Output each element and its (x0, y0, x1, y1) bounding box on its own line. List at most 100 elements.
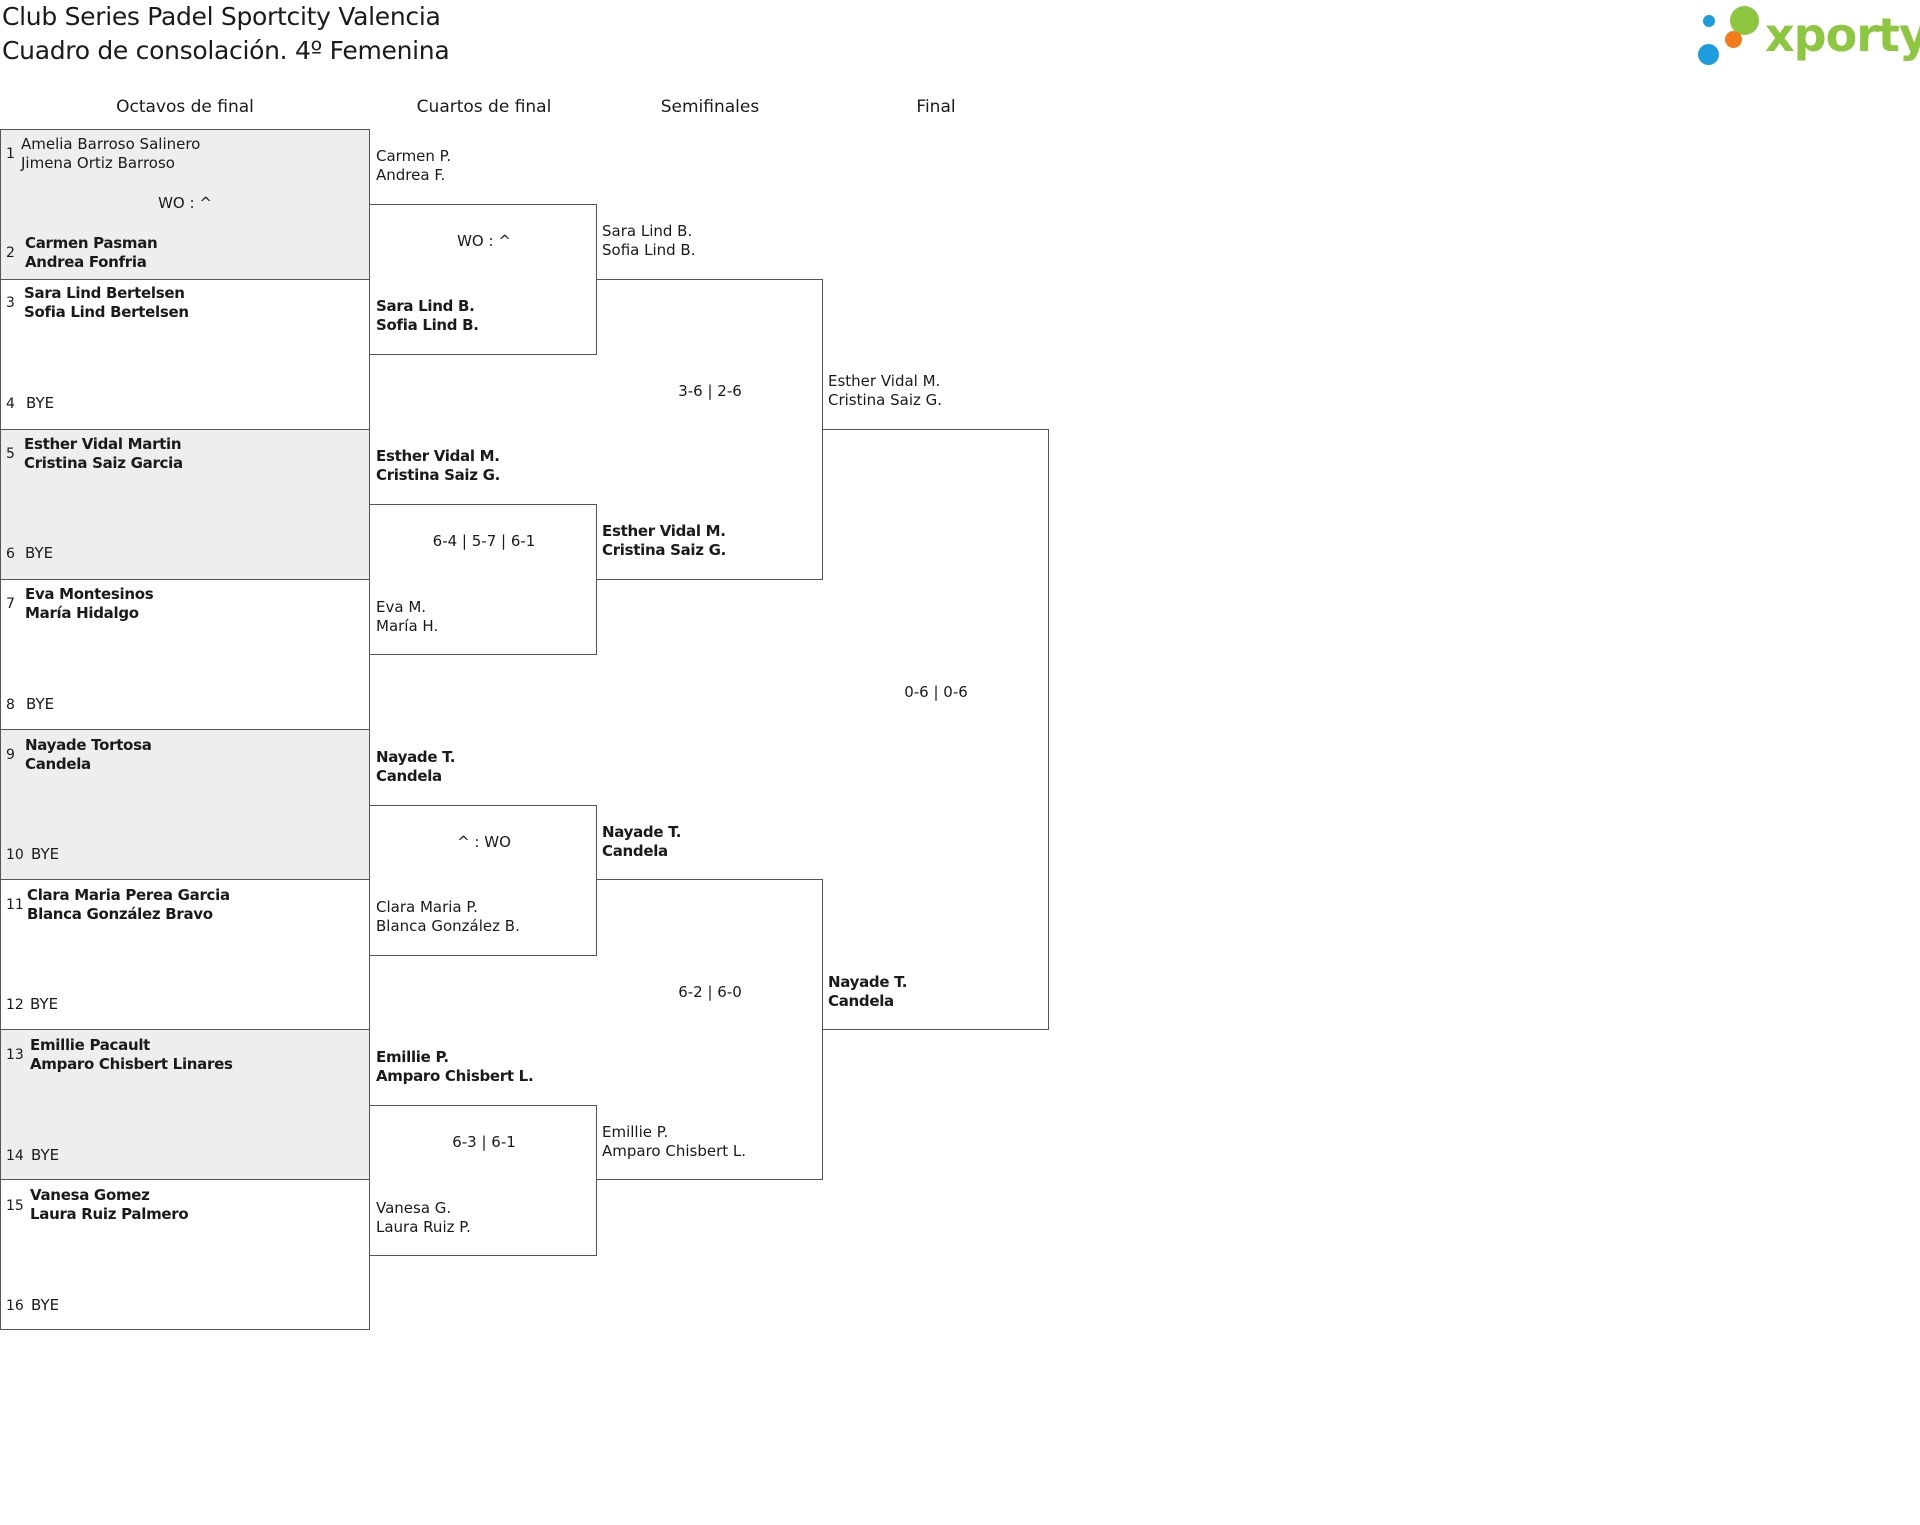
sf-match-score: 3-6 | 2-6 (678, 382, 742, 400)
player-name: Cristina Saiz G. (376, 466, 501, 484)
qf-team: Esther Vidal M. Cristina Saiz G. (376, 447, 500, 485)
player-name: Nayade T. (376, 748, 456, 766)
player-name: Sofia Lind B. (376, 316, 479, 334)
player-name: Esther Vidal M. (602, 522, 726, 540)
r16-team-bye: BYE (31, 1146, 59, 1165)
player-name: Clara Maria Perea Garcia (27, 886, 230, 904)
sf-match-score: 6-2 | 6-0 (678, 983, 742, 1001)
seed-number: 3 (6, 295, 15, 311)
player-name: María Hidalgo (25, 604, 139, 622)
r16-team: Eva Montesinos María Hidalgo (25, 585, 154, 623)
r16-team: Nayade Tortosa Candela (25, 736, 152, 774)
logo-dot-blue (1698, 44, 1719, 65)
player-name: Eva M. (376, 598, 427, 616)
sf-team: Sara Lind B. Sofia Lind B. (602, 222, 696, 260)
player-name: Nayade Tortosa (25, 736, 152, 754)
r16-team-bye: BYE (26, 695, 54, 714)
seed-number: 4 (6, 396, 15, 412)
r16-team: Sara Lind Bertelsen Sofia Lind Bertelsen (24, 284, 189, 322)
player-name: Carmen P. (376, 147, 452, 165)
seed-number: 5 (6, 446, 15, 462)
bye-label: BYE (31, 845, 60, 863)
qf-match-score: ^ : WO (457, 833, 511, 851)
qf-match-score: 6-3 | 6-1 (452, 1133, 516, 1151)
player-name: Andrea F. (376, 166, 446, 184)
bye-label: BYE (30, 995, 59, 1013)
logo-text: xporty (1765, 8, 1920, 62)
player-name: María H. (376, 617, 439, 635)
logo-dot-orange (1725, 31, 1742, 48)
qf-team: Eva M. María H. (376, 598, 438, 636)
qf-team: Nayade T. Candela (376, 748, 456, 786)
sf-team: Esther Vidal M. Cristina Saiz G. (602, 522, 726, 560)
player-name: Andrea Fonfria (25, 253, 147, 271)
seed-number: 11 (6, 897, 24, 913)
player-name: Amparo Chisbert Linares (30, 1055, 233, 1073)
player-name: Sofia Lind B. (602, 241, 696, 259)
player-name: Nayade T. (602, 823, 682, 841)
player-name: Cristina Saiz Garcia (24, 454, 183, 472)
seed-number: 16 (6, 1298, 24, 1314)
seed-number: 2 (6, 245, 15, 261)
title-line-2: Cuadro de consolación. 4º Femenina (2, 36, 450, 65)
r16-team: Amelia Barroso Salinero Jimena Ortiz Bar… (21, 135, 200, 173)
player-name: Jimena Ortiz Barroso (21, 154, 175, 172)
seed-number: 1 (6, 146, 15, 162)
r16-team: Clara Maria Perea Garcia Blanca González… (27, 886, 230, 924)
player-name: Carmen Pasman (25, 234, 158, 252)
bye-label: BYE (26, 394, 55, 412)
final-match-score: 0-6 | 0-6 (904, 683, 968, 701)
qf-match-score: WO : ^ (457, 232, 511, 250)
logo-dot-blue-small (1703, 15, 1715, 27)
qf-team: Vanesa G. Laura Ruiz P. (376, 1199, 471, 1237)
player-name: Sara Lind B. (376, 297, 475, 315)
seed-number: 7 (6, 596, 15, 612)
player-name: Candela (25, 755, 91, 773)
logo-dot-green (1730, 6, 1759, 35)
r16-match-box (0, 1029, 370, 1180)
player-name: Vanesa Gomez (30, 1186, 150, 1204)
player-name: Sofia Lind Bertelsen (24, 303, 189, 321)
player-name: Nayade T. (828, 973, 908, 991)
r16-team-bye: BYE (30, 995, 58, 1014)
seed-number: 12 (6, 997, 24, 1013)
r16-team: Vanesa Gomez Laura Ruiz Palmero (30, 1186, 189, 1224)
player-name: Candela (376, 767, 442, 785)
r16-team: Carmen Pasman Andrea Fonfria (25, 234, 158, 272)
r16-team-bye: BYE (26, 394, 54, 413)
bye-label: BYE (26, 695, 55, 713)
player-name: Emillie Pacault (30, 1036, 151, 1054)
bye-label: BYE (31, 1146, 60, 1164)
r16-match-box (0, 129, 370, 280)
r16-team-bye: BYE (31, 1296, 59, 1315)
xporty-logo: xporty (1695, 4, 1920, 70)
player-name: Blanca González Bravo (27, 905, 213, 923)
title-line-1: Club Series Padel Sportcity Valencia (2, 2, 441, 31)
player-name: Sara Lind B. (602, 222, 693, 240)
r16-match-box (0, 1179, 370, 1330)
seed-number: 13 (6, 1047, 24, 1063)
player-name: Cristina Saiz G. (828, 391, 943, 409)
round-header-octavos: Octavos de final (116, 97, 254, 117)
player-name: Laura Ruiz Palmero (30, 1205, 189, 1223)
r16-team: Emillie Pacault Amparo Chisbert Linares (30, 1036, 233, 1074)
r16-match-score: WO : ^ (158, 194, 212, 212)
player-name: Amparo Chisbert L. (376, 1067, 534, 1085)
r16-team: Esther Vidal Martin Cristina Saiz Garcia (24, 435, 183, 473)
qf-match-box (370, 805, 597, 956)
qf-match-box (370, 1105, 597, 1256)
player-name: Emillie P. (376, 1048, 449, 1066)
player-name: Laura Ruiz P. (376, 1218, 471, 1236)
player-name: Amelia Barroso Salinero (21, 135, 201, 153)
bye-label: BYE (31, 1296, 60, 1314)
final-team: Nayade T. Candela (828, 973, 908, 1011)
seed-number: 14 (6, 1148, 24, 1164)
sf-team: Emillie P. Amparo Chisbert L. (602, 1123, 746, 1161)
player-name: Cristina Saiz G. (602, 541, 727, 559)
player-name: Eva Montesinos (25, 585, 154, 603)
player-name: Blanca González B. (376, 917, 520, 935)
round-header-cuartos: Cuartos de final (416, 97, 552, 117)
qf-team: Sara Lind B. Sofia Lind B. (376, 297, 479, 335)
qf-team: Emillie P. Amparo Chisbert L. (376, 1048, 534, 1086)
bye-label: BYE (25, 544, 54, 562)
